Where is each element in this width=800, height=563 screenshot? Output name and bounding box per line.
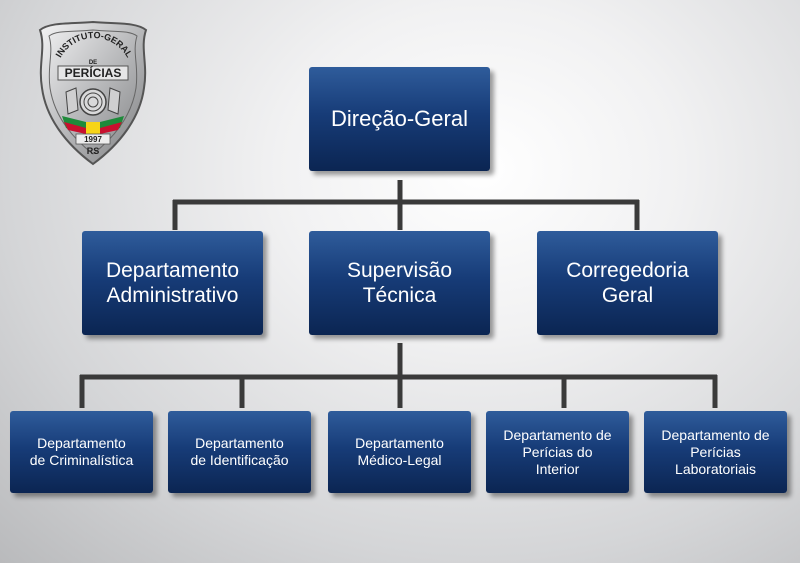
node-departamento-identificacao: Departamento de Identificação bbox=[168, 411, 311, 493]
microscope-right-icon bbox=[107, 87, 121, 115]
badge-state-text: RS bbox=[87, 146, 100, 156]
badge-year-text: 1997 bbox=[84, 135, 102, 144]
node-departamento-medico-legal: Departamento Médico-Legal bbox=[328, 411, 471, 493]
badge-shield-icon: INSTITUTO-GERAL DE PERÍCIAS 1997 RS bbox=[38, 20, 148, 166]
node-departamento-pericias-interior: Departamento de Perícias do Interior bbox=[486, 411, 629, 493]
node-corregedoria-geral: Corregedoria Geral bbox=[537, 231, 718, 335]
microscope-left-icon bbox=[65, 87, 79, 115]
node-supervisao-tecnica: Supervisão Técnica bbox=[309, 231, 490, 335]
badge-title-text: PERÍCIAS bbox=[65, 65, 122, 80]
node-departamento-criminalistica: Departamento de Criminalística bbox=[10, 411, 153, 493]
node-direcao-geral: Direção-Geral bbox=[309, 67, 490, 171]
node-departamento-administrativo: Departamento Administrativo bbox=[82, 231, 263, 335]
node-departamento-pericias-laboratoriais: Departamento de Perícias Laboratoriais bbox=[644, 411, 787, 493]
flag-yellow-stripe bbox=[86, 122, 100, 134]
badge-de-text: DE bbox=[89, 60, 97, 66]
ige-logo: INSTITUTO-GERAL DE PERÍCIAS 1997 RS bbox=[36, 18, 150, 168]
